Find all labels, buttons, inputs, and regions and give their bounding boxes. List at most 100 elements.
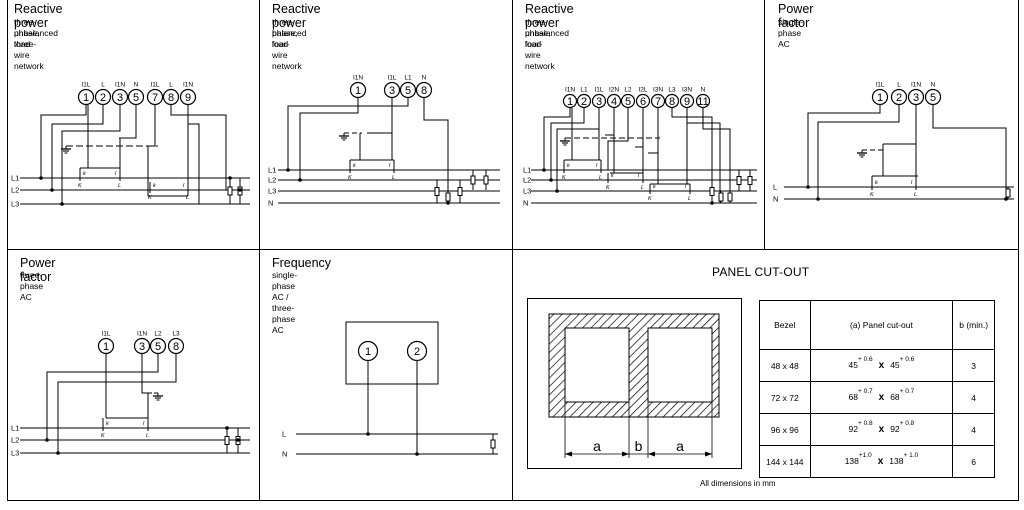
terminal-label: I1N [911,82,921,89]
wire [287,98,409,170]
terminal-label: L3 [172,331,180,338]
ct-K-label: K [606,185,610,191]
divider [259,0,260,500]
terminal-circle [890,88,908,106]
terminal-label: I2N [609,87,619,94]
panel-subtitle: single-phase AC [778,17,804,49]
terminal-number: 5 [625,96,631,108]
terminal-circle [406,340,428,362]
line-label: L3 [268,187,276,196]
terminal-number: 5 [133,92,139,104]
fuse [490,439,496,449]
bmin-cell: 6 [952,445,995,478]
terminal-circle [349,81,367,99]
divider [7,249,1018,250]
cutout-hole-right [647,327,713,403]
panel-subtitle: unbalanced load [14,28,58,49]
bezel-cell: 72 x 72 [759,381,811,414]
terminal-label: I2L [638,87,647,94]
terminal-number: 7 [655,96,661,108]
junction-dot [549,178,553,182]
panel-title: Power factor [778,2,814,30]
fuse [1005,188,1011,198]
wire [51,105,104,190]
wire [423,98,449,203]
terminal-circle [357,340,379,362]
terminal-label: I3N [653,87,663,94]
terminal-circle [146,88,164,106]
ct-K-label: K [648,196,652,202]
terminal-number: 5 [930,92,936,104]
terminal-number: 3 [139,341,145,353]
bezel-cell: 96 x 96 [759,413,811,446]
terminal-number: 4 [611,96,617,108]
junction-dot [50,188,54,192]
terminal-circle [97,337,115,355]
wire [817,105,900,199]
wire [635,108,644,148]
terminal-circle [606,93,622,109]
line-label: L1 [11,174,19,183]
terminal-circle [576,93,592,109]
panel-title: Reactive power [272,2,321,30]
fuse [727,192,733,202]
line-label: L1 [268,166,276,175]
dim-a-label: a [593,438,601,454]
fuse [434,187,440,196]
ct-k-label: k [875,180,878,186]
wire [605,108,615,136]
cutout-drawing: a b a [527,298,742,469]
terminal-number: 6 [640,96,646,108]
terminal-label: L [101,82,105,89]
panel-subtitle: three-phase, three-wire network [14,17,44,71]
table-header-cell: (a) Panel cut-out [809,300,954,350]
terminal-number: 8 [669,96,675,108]
line-label: N [523,199,528,208]
terminal-label: I1N [353,75,363,82]
terminal-circle [383,81,401,99]
wire [61,105,121,204]
ct-L-label: L [641,185,644,191]
terminal-number: 8 [421,85,427,97]
line-label: L3 [11,449,19,458]
ct-l-label: l [115,171,117,177]
ct-l-label: l [143,421,145,427]
junction-dot [228,176,232,180]
terminal-number: 1 [567,96,573,108]
terminal-circle [399,81,417,99]
ct-l-label: l [389,163,391,169]
divider [512,0,513,500]
terminal-number: 1 [355,85,361,97]
wire [187,105,200,204]
terminal-label: I1N [115,82,125,89]
wire [543,108,571,170]
ct-K-label: K [348,175,352,181]
ct-l-label: l [685,184,687,190]
terminal-number: 11 [697,96,708,108]
panel-title: Frequency [272,256,332,270]
junction-dot [816,197,820,201]
junction-dot [56,451,60,455]
fuse [227,186,233,196]
bezel-cell: 48 x 48 [759,349,811,382]
ct-k-label: k [567,163,570,169]
cutout-hole-left [564,327,630,403]
line-label: L3 [11,200,19,209]
terminal-circle [695,93,711,109]
terminal-circle [562,93,578,109]
terminal-number: 2 [100,92,106,104]
terminal-number: 1 [83,92,89,104]
wire [932,105,1007,199]
wire [807,105,881,187]
table-header-cell: Bezel [759,300,811,350]
terminal-label: I1N [565,87,575,94]
wire [141,354,148,394]
junction-dot [806,185,810,189]
junction-dot [45,438,49,442]
fuse [483,175,489,185]
